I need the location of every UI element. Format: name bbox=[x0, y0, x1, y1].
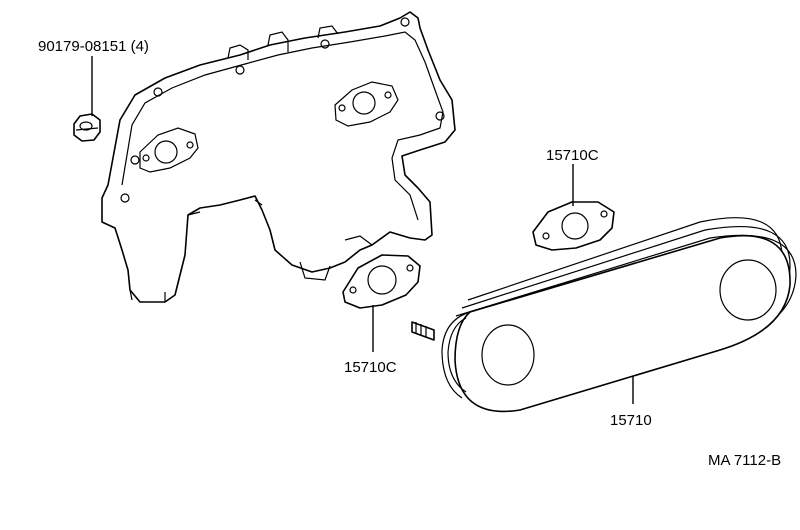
gasket-lower-part-label: 15710C bbox=[344, 359, 397, 376]
figure-code: MA 7112-B bbox=[708, 452, 781, 469]
leader-lines bbox=[91, 56, 634, 404]
gasket-upper bbox=[532, 201, 615, 251]
flange-nut bbox=[73, 113, 101, 142]
nut-part-label: 90179-08151 (4) bbox=[38, 38, 149, 55]
engine-cover-housing bbox=[101, 11, 456, 303]
gasket-upper-part-label: 15710C bbox=[546, 147, 599, 164]
cooler-part-label: 15710 bbox=[610, 412, 652, 429]
gasket-lower bbox=[342, 254, 421, 309]
oil-cooler bbox=[411, 217, 797, 413]
